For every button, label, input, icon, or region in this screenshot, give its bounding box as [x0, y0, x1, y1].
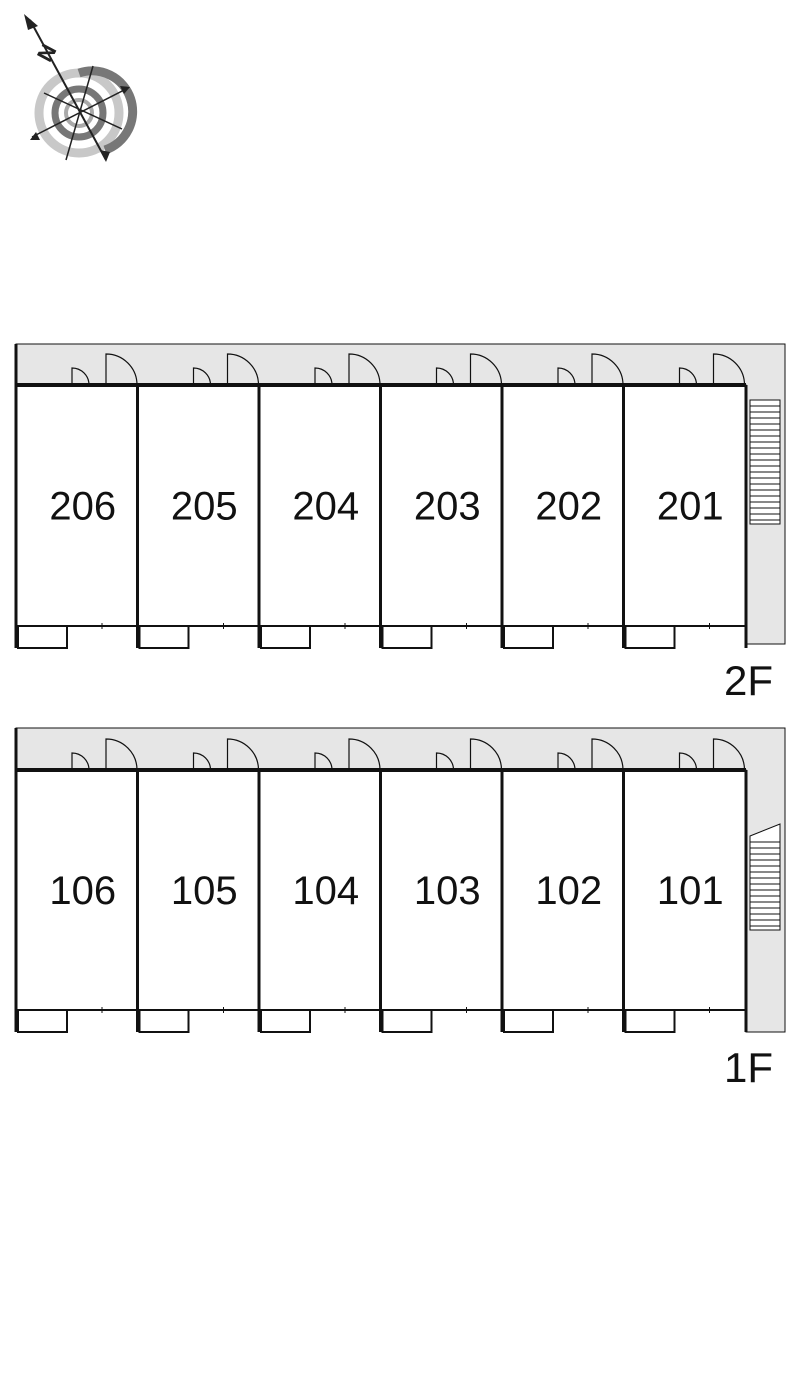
balcony [503, 1009, 554, 1033]
balcony [138, 625, 190, 649]
floor-label-1f: 1F [724, 1044, 773, 1091]
unit-203: 203 [381, 353, 504, 649]
meter-door [71, 367, 90, 386]
unit-number: 101 [657, 869, 724, 913]
meter-door [435, 367, 455, 386]
meter-door [678, 367, 698, 386]
unit-number: 201 [657, 485, 724, 529]
unit-102: 102 [503, 738, 625, 1033]
unit-204: 204 [260, 353, 382, 649]
unit-number: 206 [49, 485, 116, 529]
staircase [749, 399, 781, 525]
entry-door [105, 738, 138, 771]
entry-door [105, 353, 138, 386]
meter-door [557, 752, 576, 771]
unit-202: 202 [503, 353, 625, 649]
unit-105: 105 [138, 738, 261, 1033]
meter-door [314, 752, 333, 771]
meter-door [435, 752, 455, 771]
balcony [260, 625, 311, 649]
compass-rose-icon: N [24, 14, 138, 162]
meter-door [314, 367, 333, 386]
unit-number: 105 [171, 869, 238, 913]
meter-door [192, 367, 212, 386]
entry-door [591, 738, 624, 771]
floor-label-2f: 2F [724, 657, 773, 704]
unit-number: 205 [171, 485, 238, 529]
floor-2f: 206 205 204 203 202 201 2F [14, 343, 786, 704]
unit-number: 103 [414, 869, 481, 913]
entry-door [226, 353, 260, 386]
entry-door [712, 738, 746, 771]
unit-106: 106 [17, 738, 139, 1033]
balcony [503, 625, 554, 649]
entry-door [712, 353, 746, 386]
unit-103: 103 [381, 738, 504, 1033]
unit-number: 104 [292, 869, 359, 913]
meter-door [192, 752, 212, 771]
balcony [624, 625, 676, 649]
unit-101: 101 [624, 738, 746, 1033]
unit-206: 206 [17, 353, 139, 649]
floor-1f: 106 105 104 103 102 101 1F [14, 727, 786, 1091]
entry-door [591, 353, 624, 386]
entry-door [348, 738, 381, 771]
entry-door [226, 738, 260, 771]
meter-door [557, 367, 576, 386]
balcony [138, 1009, 190, 1033]
unit-number: 203 [414, 485, 481, 529]
balcony [17, 1009, 68, 1033]
unit-205: 205 [138, 353, 261, 649]
entry-door [469, 353, 503, 386]
entry-door [469, 738, 503, 771]
unit-number: 102 [535, 869, 602, 913]
unit-number: 106 [49, 869, 116, 913]
unit-number: 204 [292, 485, 359, 529]
balcony [381, 1009, 433, 1033]
unit-104: 104 [260, 738, 382, 1033]
compass-north-label: N [32, 40, 62, 66]
meter-door [678, 752, 698, 771]
balcony [381, 625, 433, 649]
balcony [17, 625, 68, 649]
meter-door [71, 752, 90, 771]
balcony [260, 1009, 311, 1033]
unit-201: 201 [624, 353, 746, 649]
staircase [749, 823, 781, 931]
entry-door [348, 353, 381, 386]
unit-number: 202 [535, 485, 602, 529]
balcony [624, 1009, 676, 1033]
